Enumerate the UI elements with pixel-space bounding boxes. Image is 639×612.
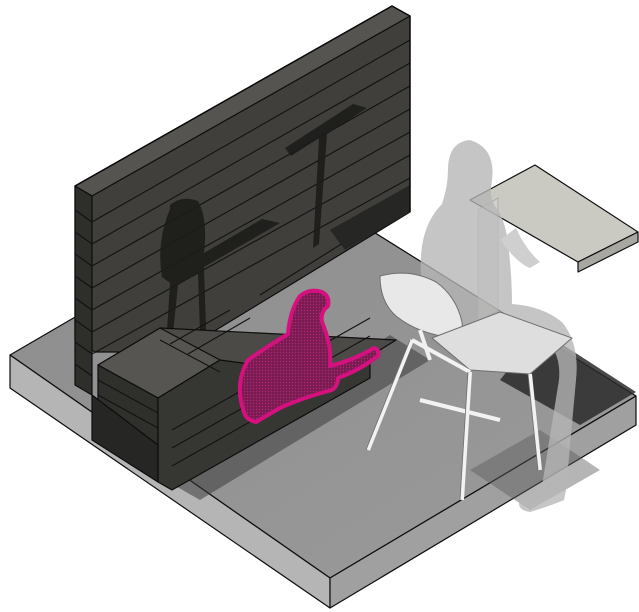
wall-left-end: [75, 186, 92, 395]
